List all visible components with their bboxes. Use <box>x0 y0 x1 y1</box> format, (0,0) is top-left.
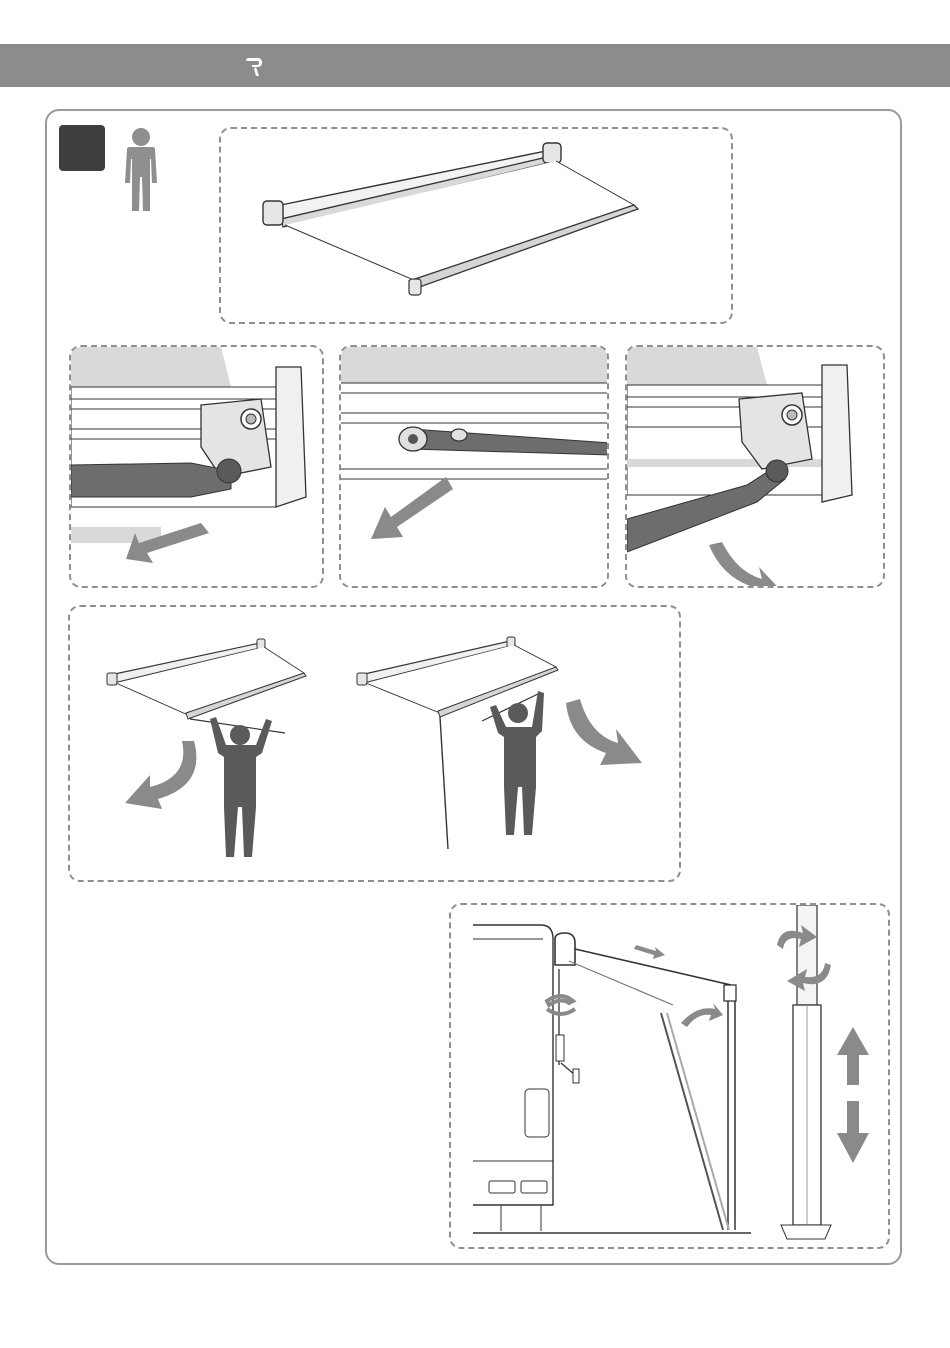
person-left-figure <box>210 717 272 857</box>
arrow-rotate-down <box>709 542 789 588</box>
panel-endcap-detail <box>69 345 324 588</box>
arrow-curved-right <box>681 1003 723 1027</box>
brand-hook-logo-icon <box>243 56 265 78</box>
panel-extend-awning-by-hand <box>68 605 681 882</box>
arrow-down <box>837 1101 869 1163</box>
vehicle-leg-illustration <box>451 905 890 1249</box>
arrow-rotate <box>547 996 575 1014</box>
step-marker-square <box>59 125 105 171</box>
person-right-figure <box>490 691 544 835</box>
arrow-pull-left <box>371 477 453 539</box>
persons-extending-illustration <box>70 607 681 882</box>
arrow-curve-down-right <box>566 699 642 765</box>
panel-arm-swing-detail <box>625 345 885 588</box>
panel-vehicle-leg-adjust <box>449 903 890 1249</box>
arm-swing-illustration <box>627 347 885 588</box>
arrow-curve-down-left <box>125 741 196 809</box>
awning-extended-illustration <box>221 129 733 324</box>
arm-clip-illustration <box>341 347 609 588</box>
arrow-small-right <box>634 945 665 959</box>
endcap-lever-illustration <box>71 347 324 588</box>
panel-awning-overview <box>219 127 733 324</box>
one-person-icon <box>121 125 161 215</box>
arrow-up <box>837 1027 869 1085</box>
header-band <box>0 44 950 87</box>
panel-arm-clip-detail <box>339 345 609 588</box>
